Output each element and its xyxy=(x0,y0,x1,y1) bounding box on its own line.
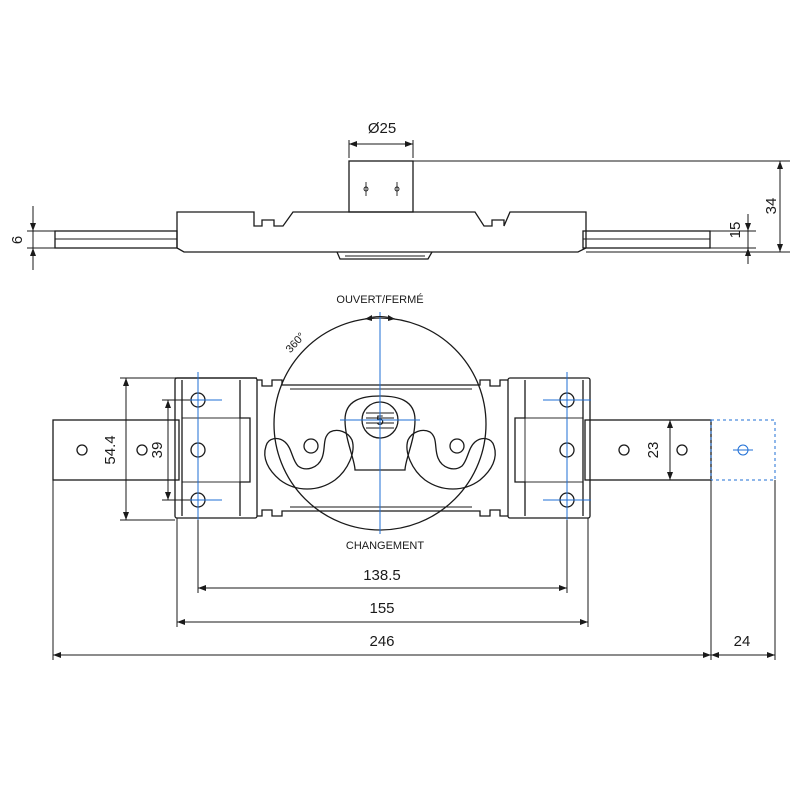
bottom-cap xyxy=(336,251,433,260)
height-23-label: 23 xyxy=(645,442,662,459)
front-view: 5 xyxy=(52,312,776,534)
front-dimensions: 54.4 39 23 138.5 155 246 xyxy=(52,377,776,660)
side-view xyxy=(54,160,711,260)
center-lines xyxy=(174,312,753,534)
height-39-label: 39 xyxy=(149,442,166,459)
spindle-side xyxy=(348,160,414,213)
diameter-label: Ø25 xyxy=(368,120,396,137)
width-155-label: 155 xyxy=(369,600,394,617)
left-hook xyxy=(264,429,354,490)
height-34-label: 34 xyxy=(763,198,780,215)
rotation-label: 360° xyxy=(284,331,308,356)
right-bracket xyxy=(507,377,591,519)
left-rod xyxy=(52,419,180,481)
right-rod-side xyxy=(582,230,711,249)
width-138-label: 138.5 xyxy=(363,567,401,584)
left-bracket xyxy=(174,377,258,519)
lock-body-side xyxy=(176,211,587,253)
height-15-label: 15 xyxy=(727,222,744,239)
right-hook xyxy=(406,429,496,490)
height-54-label: 54.4 xyxy=(102,435,119,464)
change-label: CHANGEMENT xyxy=(346,540,425,552)
open-close-label: OUVERT/FERMÉ xyxy=(336,293,423,306)
width-24-label: 24 xyxy=(734,633,751,650)
rod-extension xyxy=(710,419,776,481)
thickness-6-label: 6 xyxy=(9,236,26,244)
left-rod-side xyxy=(54,230,178,249)
side-dimensions: Ø25 34 15 6 xyxy=(9,120,790,270)
width-246-label: 246 xyxy=(369,633,394,650)
